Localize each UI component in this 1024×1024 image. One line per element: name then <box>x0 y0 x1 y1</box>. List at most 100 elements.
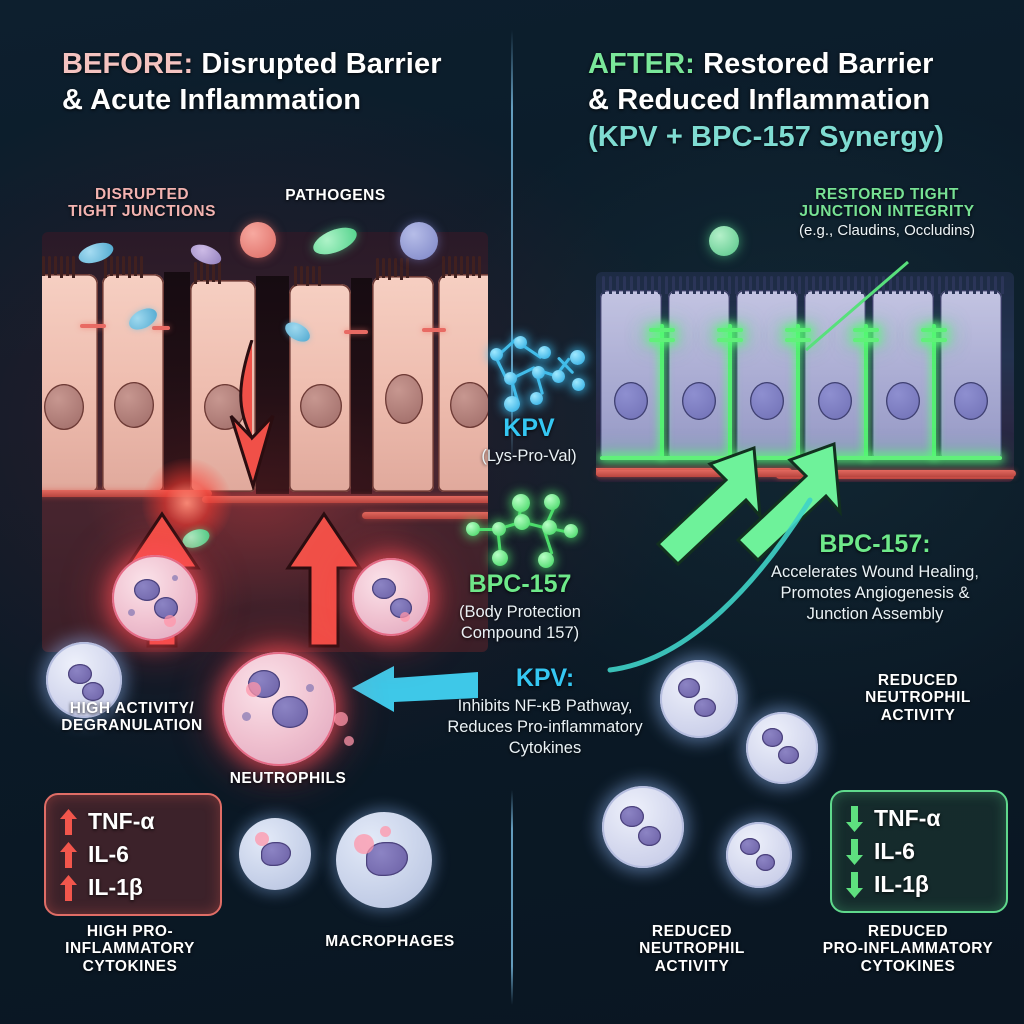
virus-icon <box>240 222 276 258</box>
bpc157-annotation-line2: Promotes Angiogenesis & <box>780 584 970 603</box>
synergy-curve <box>607 497 813 673</box>
center-divider <box>511 30 513 460</box>
label-reduced-cyto-line1: REDUCED <box>867 923 949 940</box>
center-divider-lower <box>511 790 513 1005</box>
kpv-fullname: (Lys-Pro-Val) <box>481 447 577 465</box>
neutrophil <box>46 642 122 718</box>
cytokine-name: IL-6 <box>88 841 129 867</box>
microvilli <box>442 256 481 278</box>
tight-junction <box>717 328 743 332</box>
label-reduced-cyto-line3: CYTOKINES <box>860 957 956 975</box>
cytokine-name: TNF-α <box>88 808 155 834</box>
arrow-up-icon <box>60 808 77 835</box>
left-title: BEFORE: Disrupted Barrier & Acute Inflam… <box>62 48 492 117</box>
label-high-cytokines-line1: HIGH PRO- <box>86 923 174 940</box>
label-macrophages: MACROPHAGES <box>300 933 480 950</box>
tight-junction <box>785 328 811 332</box>
label-restored-sub: (e.g., Claudins, Occludins) <box>799 221 975 239</box>
activated-neutrophil <box>352 558 430 636</box>
nucleus-lobe <box>68 664 92 684</box>
nucleus-lobe <box>638 826 661 846</box>
granule-pink <box>164 615 176 627</box>
bpc157-fullname-line1: (Body Protection <box>459 603 581 621</box>
tight-junction <box>649 338 675 342</box>
label-reduced-neutro-line3: ACTIVITY <box>880 706 956 724</box>
barrier-gap <box>351 278 372 494</box>
cytokine-name: IL-1β <box>88 874 143 900</box>
kpv-annotation: KPV: Inhibits NF-κB Pathway, Reduces Pro… <box>398 664 692 759</box>
label-disrupted-line2: TIGHT JUNCTIONS <box>68 203 216 221</box>
epithelial-cell <box>372 276 434 492</box>
epithelial-cell <box>668 290 730 460</box>
cell-nucleus <box>114 382 154 428</box>
cell-nucleus <box>614 382 648 420</box>
label-reduced-neutro-line2: NEUTROPHIL <box>865 689 971 707</box>
label-high-cytokines-line2: INFLAMMATORY <box>65 940 195 958</box>
macrophage <box>239 818 311 890</box>
epithelial-cell <box>872 290 934 460</box>
invasion-arrow-center <box>229 340 275 490</box>
label-reduced-neutro2-line1: REDUCED <box>651 923 733 940</box>
right-title-line3: (KPV + BPC-157 Synergy) <box>588 120 945 153</box>
broken-tight-junction <box>422 328 446 332</box>
bpc157-annotation-title: BPC-157: <box>819 530 931 558</box>
activated-neutrophil <box>112 555 198 641</box>
label-high-activity: HIGH ACTIVITY/ DEGRANULATION <box>34 700 230 735</box>
kpv-annotation-line1: Inhibits NF-κB Pathway, <box>457 697 633 715</box>
bpc157-annotation-line1: Accelerates Wound Healing, <box>771 563 979 581</box>
label-neutrophils-text: NEUTROPHILS <box>229 770 347 787</box>
cell-nucleus <box>385 374 423 424</box>
reduced-cytokine-box: TNF-α IL-6 IL-1β <box>830 790 1008 913</box>
virus-icon-blocked <box>709 226 739 256</box>
nucleus-lobe <box>134 579 160 601</box>
right-title: AFTER: Restored Barrier & Reduced Inflam… <box>588 48 1008 153</box>
tight-junction-stalk <box>796 324 800 458</box>
cell-nucleus <box>886 382 920 420</box>
tight-junction <box>717 338 743 342</box>
label-restored-line2: JUNCTION INTEGRITY <box>799 203 975 221</box>
label-high-activity-line2: DEGRANULATION <box>61 717 203 735</box>
granule <box>242 712 251 721</box>
label-restored-line1: RESTORED TIGHT <box>815 186 959 203</box>
granule-pink <box>400 612 410 622</box>
label-high-activity-line1: HIGH ACTIVITY/ <box>69 700 195 717</box>
label-reduced-neutro2-line2: NEUTROPHIL <box>639 940 745 958</box>
epithelial-cell <box>42 274 98 492</box>
quiescent-neutrophil <box>602 786 684 868</box>
label-high-cytokines: HIGH PRO- INFLAMMATORY CYTOKINES <box>40 923 220 975</box>
label-high-cytokines-line3: CYTOKINES <box>82 957 178 975</box>
cell-nucleus <box>44 384 84 430</box>
macrophage <box>336 812 432 908</box>
left-title-line2: & Acute Inflammation <box>62 84 362 117</box>
microvilli <box>294 266 321 286</box>
label-pathogens-text: PATHOGENS <box>285 187 386 204</box>
blood-vessel <box>362 512 488 519</box>
granule <box>128 609 135 616</box>
cytokine-row: IL-6 <box>60 838 206 871</box>
tight-junction <box>649 328 675 332</box>
kpv-annotation-line3: Cytokines <box>508 739 582 758</box>
epithelial-cell <box>736 290 798 460</box>
nucleus-lobe <box>694 698 716 717</box>
label-pathogens: PATHOGENS <box>268 187 403 204</box>
cytokine-name: IL-1β <box>874 871 929 897</box>
left-title-keyword: BEFORE: <box>62 48 194 80</box>
granule <box>172 575 178 581</box>
epithelial-cell <box>102 274 164 492</box>
granule-pink <box>255 832 269 846</box>
activated-neutrophil <box>222 652 354 766</box>
tight-junction <box>853 338 879 342</box>
label-reduced-neutrophil-activity-top: REDUCED NEUTROPHIL ACTIVITY <box>818 672 1018 724</box>
restored-junction-pointer <box>805 260 909 352</box>
kpv-label: KPV <box>503 414 555 442</box>
microvilli <box>376 258 409 280</box>
nucleus-lobe <box>82 682 104 701</box>
microvilli <box>194 262 221 284</box>
nucleus-lobe <box>620 806 644 827</box>
macrophage-nucleus <box>261 842 291 866</box>
kpv-inhibition-arrow <box>352 666 478 712</box>
kpv-annotation-line2: Reduces Pro-inflammatory <box>447 718 643 737</box>
arrow-up-icon <box>60 841 77 868</box>
tight-junction <box>921 338 947 342</box>
label-disrupted-tight-junctions: DISRUPTED TIGHT JUNCTIONS <box>32 186 252 221</box>
